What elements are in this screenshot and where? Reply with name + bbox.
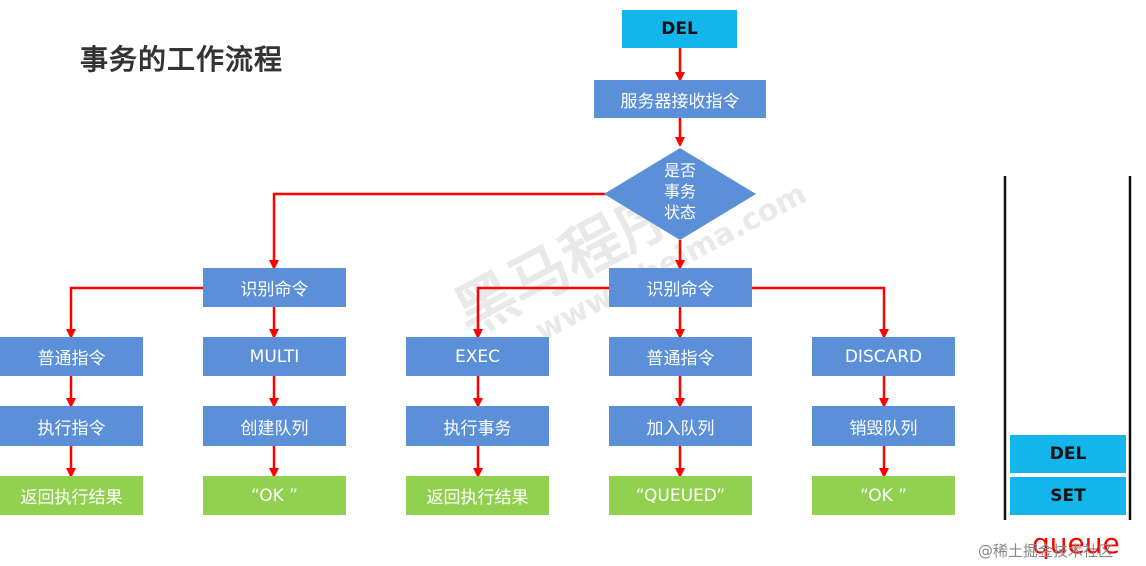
col3-exec: EXEC [406, 337, 549, 376]
col2-ok: “OK ” [203, 476, 346, 515]
decision-diamond [604, 148, 756, 240]
queue-item-set: SET [1010, 477, 1126, 515]
col4-add-to-queue: 加入队列 [609, 406, 752, 446]
col3-return-result: 返回执行结果 [406, 476, 549, 515]
credit-text: @稀土掘金技术社区 [978, 542, 1114, 560]
col5-ok: “OK ” [812, 476, 955, 515]
col1-execute-command: 执行指令 [0, 406, 143, 446]
col2-multi: MULTI [203, 337, 346, 376]
col5-discard: DISCARD [812, 337, 955, 376]
server-receive-node: 服务器接收指令 [594, 80, 766, 118]
page-title: 事务的工作流程 [80, 43, 284, 76]
col1-return-result: 返回执行结果 [0, 476, 143, 515]
decision-line-3: 状态 [663, 203, 696, 222]
col5-destroy-queue: 销毁队列 [812, 406, 955, 446]
col2-create-queue: 创建队列 [203, 406, 346, 446]
col3-execute-transaction: 执行事务 [406, 406, 549, 446]
col1-normal-command: 普通指令 [0, 337, 143, 376]
identify-command-right: 识别命令 [609, 268, 752, 307]
decision-label: 是否 事务 状态 [640, 160, 720, 223]
queue-item-del: DEL [1010, 435, 1126, 473]
queue-label: queue [1032, 527, 1120, 560]
command-del: DEL [622, 10, 737, 48]
decision-line-1: 是否 [663, 161, 696, 180]
identify-command-left: 识别命令 [203, 268, 346, 307]
col4-normal-command: 普通指令 [609, 337, 752, 376]
col4-queued: “QUEUED” [609, 476, 752, 515]
decision-line-2: 事务 [663, 182, 696, 201]
